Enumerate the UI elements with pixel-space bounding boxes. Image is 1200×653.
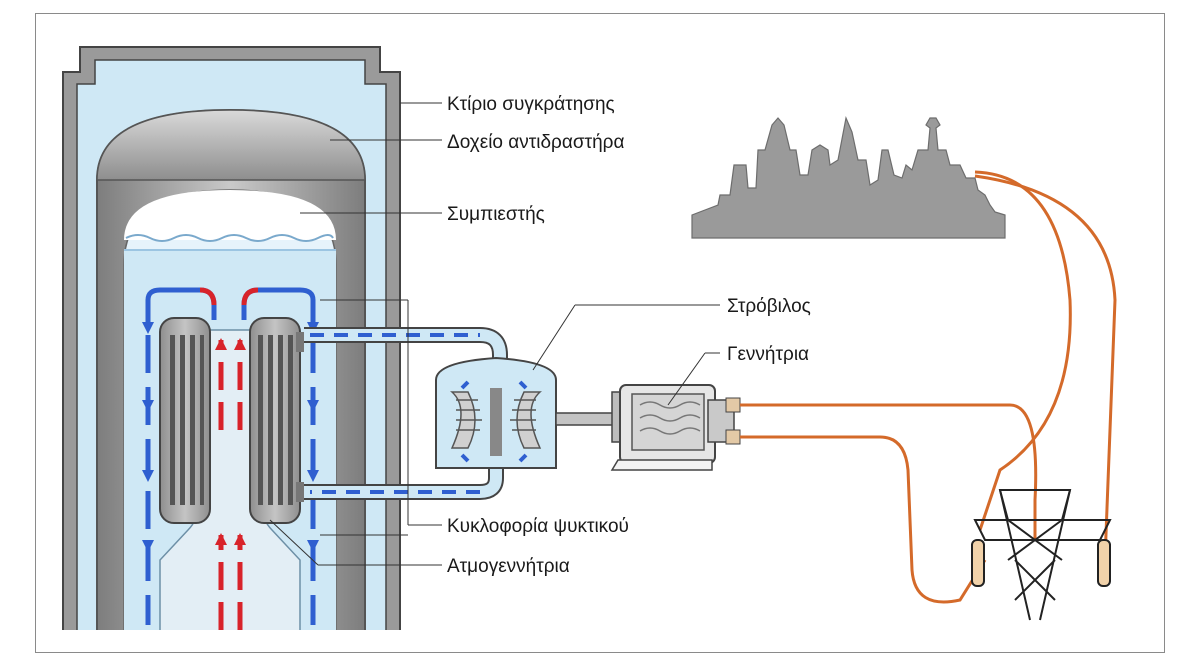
label-reactor-vessel: Δοχείο αντιδραστήρα <box>447 132 624 153</box>
turbine <box>435 356 557 469</box>
label-coolant-circulation: Κυκλοφορία ψυκτικού <box>447 516 629 537</box>
label-turbine: Στρόβιλος <box>727 296 811 317</box>
steam-pipe-bottom <box>304 460 504 500</box>
power-lines <box>740 170 1117 604</box>
turbine-blades <box>450 391 542 449</box>
label-generator: Γεννήτρια <box>727 344 809 365</box>
city-skyline <box>691 115 1006 239</box>
pressurizer <box>124 190 336 240</box>
steam-pipe-top <box>304 327 508 375</box>
label-steam-generator: Ατμογεννήτρια <box>447 556 570 577</box>
steam-generator-left <box>159 317 211 524</box>
arrow-heads <box>142 322 319 552</box>
transmission-tower <box>971 489 1112 621</box>
coolant-flow-arrows <box>145 287 316 630</box>
leader-lines <box>269 102 720 566</box>
steam-generator-right <box>249 317 304 524</box>
label-containment-building: Κτίριο συγκράτησης <box>447 94 615 115</box>
pwr-nuclear-diagram: Κτίριο συγκράτησης Δοχείο αντιδραστήρα Σ… <box>62 46 1117 630</box>
label-pressurizer: Συμπιεστής <box>447 204 545 225</box>
water-surface-wave <box>125 234 334 242</box>
generator <box>610 384 741 471</box>
labels: Κτίριο συγκράτησης Δοχείο αντιδραστήρα Σ… <box>447 94 811 577</box>
